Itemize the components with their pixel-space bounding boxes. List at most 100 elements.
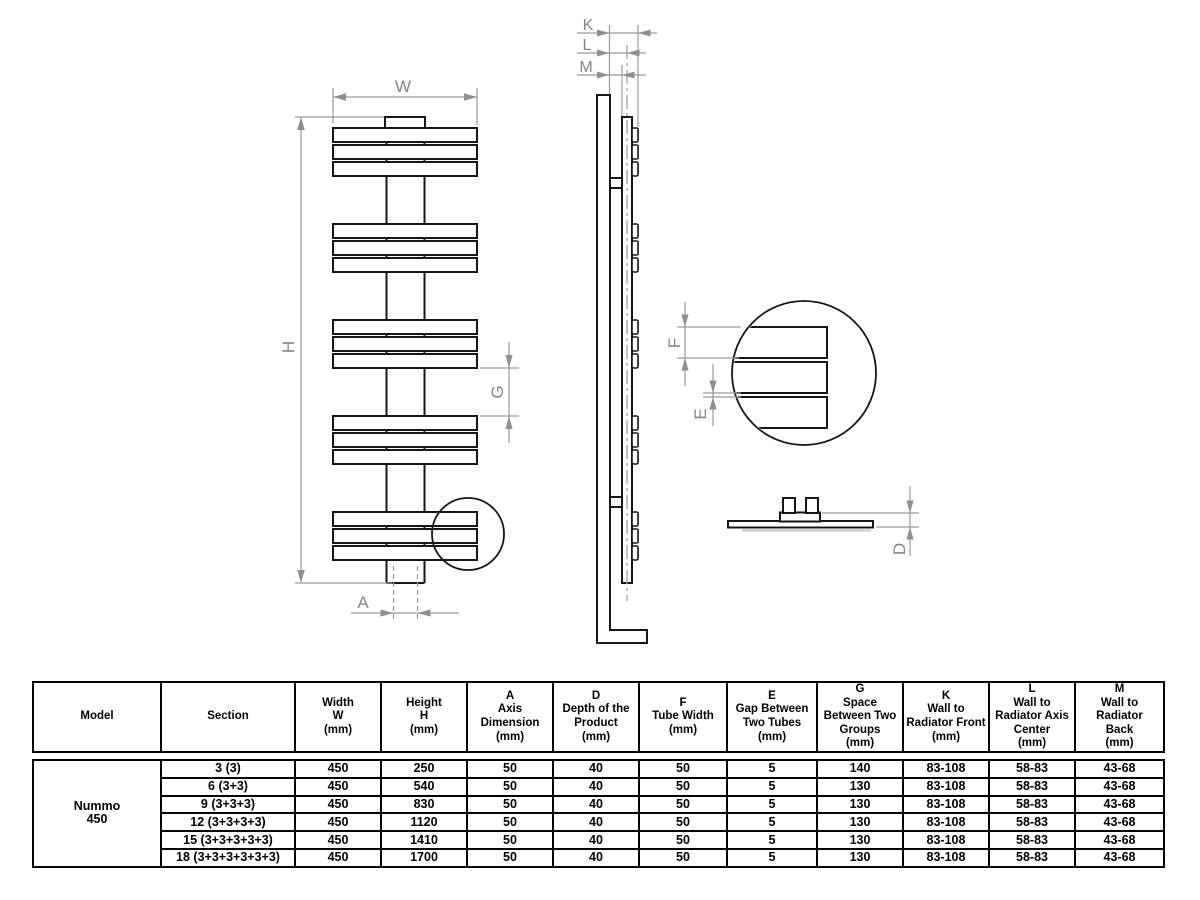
table-cell: 43-68	[1074, 794, 1165, 815]
table-cell: 1120	[380, 812, 468, 833]
table-cell: 50	[466, 847, 554, 868]
table-cell: 50	[638, 794, 728, 815]
table-cell: 5	[726, 847, 818, 868]
table-cell: 130	[816, 776, 904, 797]
table-cell: 130	[816, 812, 904, 833]
wall-bracket-bottom	[609, 496, 623, 508]
table-cell: 83-108	[902, 812, 990, 833]
front-tube-groups	[332, 127, 478, 561]
dim-label-wall-axis: L	[583, 37, 592, 54]
wall-bracket-top	[609, 177, 623, 189]
dim-label-tube-width: F	[665, 338, 684, 348]
dimension-table-body: Nummo 450 3 (3) 450 250 50 40 50 5 140 8…	[32, 759, 1165, 868]
detail-circle	[731, 300, 877, 446]
pipe-stub-left	[782, 497, 796, 514]
table-cell: 83-108	[902, 759, 990, 779]
col-header-tube-gap: E Gap Between Two Tubes (mm)	[726, 681, 818, 753]
col-header-model: Model	[32, 681, 162, 753]
table-cell: 540	[380, 776, 468, 797]
table-cell: 450	[294, 812, 382, 833]
table-cell: 40	[552, 759, 640, 779]
technical-drawing: W H G A K L M F E D	[279, 17, 919, 644]
table-cell: 6 (3+3)	[160, 776, 296, 797]
table-cell: 450	[294, 759, 382, 779]
dim-label-tube-gap: E	[691, 408, 710, 419]
table-row: 18 (3+3+3+3+3+3) 450 1700 50 40 50 5 130…	[33, 847, 1165, 868]
table-cell: 50	[638, 776, 728, 797]
col-header-group-space: G Space Between Two Groups (mm)	[816, 681, 904, 753]
table-cell: 83-108	[902, 847, 990, 868]
table-cell: 50	[638, 847, 728, 868]
table-cell: 58-83	[988, 759, 1076, 779]
col-header-section: Section	[160, 681, 296, 753]
table-cell: 50	[466, 830, 554, 850]
table-cell: 83-108	[902, 794, 990, 815]
table-cell: 5	[726, 776, 818, 797]
table-cell: 130	[816, 847, 904, 868]
table-cell: 43-68	[1074, 759, 1165, 779]
table-cell: 40	[552, 812, 640, 833]
col-header-tube-width: F Tube Width (mm)	[638, 681, 728, 753]
table-cell: 5	[726, 794, 818, 815]
dimension-table: Model Section Width W (mm) Height H (mm)…	[32, 681, 1165, 868]
detail-balloon-circle	[431, 497, 505, 571]
dimension-arrows	[297, 29, 914, 617]
table-cell: 3 (3)	[160, 759, 296, 779]
table-cell: 40	[552, 847, 640, 868]
dim-label-wall-back: M	[579, 59, 592, 76]
col-header-depth: D Depth of the Product (mm)	[552, 681, 640, 753]
table-cell: 5	[726, 830, 818, 850]
dimension-table-header: Model Section Width W (mm) Height H (mm)…	[32, 681, 1165, 753]
table-cell: 450	[294, 776, 382, 797]
dim-label-depth: D	[890, 543, 909, 555]
header-row: Model Section Width W (mm) Height H (mm)…	[32, 681, 1165, 753]
table-cell: 50	[466, 776, 554, 797]
table-cell: 58-83	[988, 847, 1076, 868]
table-row: 9 (3+3+3) 450 830 50 40 50 5 130 83-108 …	[33, 794, 1165, 815]
table-cell: 83-108	[902, 776, 990, 797]
dimension-lines	[295, 25, 919, 620]
collector-plan	[779, 511, 821, 523]
front-view	[332, 116, 505, 584]
dim-label-height: H	[279, 341, 298, 353]
table-cell: 450	[294, 794, 382, 815]
table-cell: 130	[816, 794, 904, 815]
top-view	[727, 497, 874, 532]
table-cell: 58-83	[988, 830, 1076, 850]
table-cell: 12 (3+3+3+3)	[160, 812, 296, 833]
col-header-wall-back: M Wall to Radiator Back (mm)	[1074, 681, 1165, 753]
table-cell: 9 (3+3+3)	[160, 794, 296, 815]
table-cell: 830	[380, 794, 468, 815]
table-cell: 43-68	[1074, 812, 1165, 833]
table-cell: 450	[294, 847, 382, 868]
col-header-wall-axis: L Wall to Radiator Axis Center (mm)	[988, 681, 1076, 753]
dim-label-axis: A	[357, 593, 369, 612]
side-view	[596, 94, 648, 644]
table-cell: 5	[726, 812, 818, 833]
table-cell: 50	[466, 794, 554, 815]
top-cap	[384, 116, 426, 129]
table-cell: 50	[638, 830, 728, 850]
model-cell: Nummo 450	[32, 759, 162, 868]
table-row: 12 (3+3+3+3) 450 1120 50 40 50 5 130 83-…	[33, 812, 1165, 833]
table-row: 6 (3+3) 450 540 50 40 50 5 130 83-108 58…	[33, 776, 1165, 797]
table-cell: 40	[552, 794, 640, 815]
table-cell: 50	[466, 759, 554, 779]
pipe-stub-right	[805, 497, 819, 514]
col-header-height: Height H (mm)	[380, 681, 468, 753]
table-cell: 83-108	[902, 830, 990, 850]
dim-label-group-space: G	[488, 385, 507, 398]
col-header-width: Width W (mm)	[294, 681, 382, 753]
dim-label-wall-front: K	[583, 17, 594, 34]
table-cell: 43-68	[1074, 847, 1165, 868]
col-header-wall-front: K Wall to Radiator Front (mm)	[902, 681, 990, 753]
detail-view	[731, 300, 877, 446]
table-cell: 43-68	[1074, 830, 1165, 850]
table-row: 15 (3+3+3+3+3) 450 1410 50 40 50 5 130 8…	[33, 830, 1165, 850]
table-cell: 15 (3+3+3+3+3)	[160, 830, 296, 850]
table-cell: 58-83	[988, 776, 1076, 797]
table-cell: 50	[638, 759, 728, 779]
table-cell: 43-68	[1074, 776, 1165, 797]
table-cell: 40	[552, 830, 640, 850]
